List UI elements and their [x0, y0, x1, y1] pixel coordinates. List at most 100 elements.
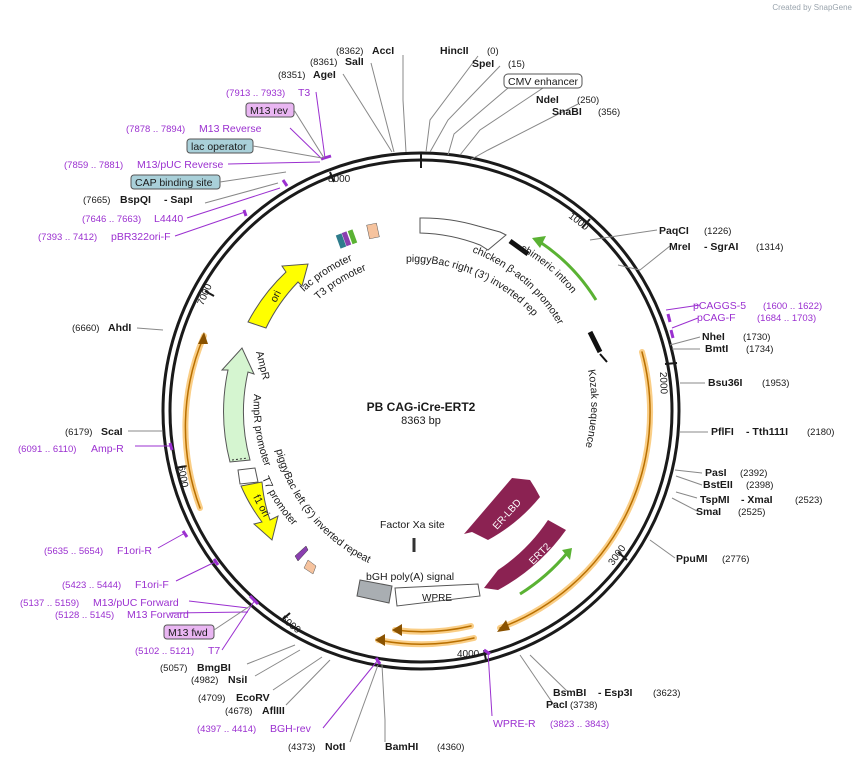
m13-reverse-pos: (7878 .. 7894) [126, 124, 185, 135]
ert2-green-arrow [519, 551, 570, 596]
ori-label: ori [268, 289, 284, 305]
pasI-name: PasI [705, 467, 727, 479]
m13-puc-reverse-name: M13/pUC Reverse [137, 159, 224, 171]
wpre-r-pos: (3823 .. 3843) [550, 719, 609, 730]
ampr-promoter-label: AmpR promoter [251, 394, 274, 469]
speI-name: SpeI [472, 58, 494, 70]
xmaI-name: - XmaI [741, 494, 773, 506]
salI-name: SalI [345, 56, 364, 68]
pasI-pos: (2392) [740, 468, 767, 479]
lac-operator-label: lac operator [191, 141, 247, 153]
speI-pos: (15) [508, 59, 525, 70]
pflFI-pos: (2180) [807, 427, 834, 438]
paqCI-name: PaqCI [659, 225, 689, 237]
nheI-pos: (1730) [743, 332, 770, 343]
kozak-label: Kozak sequence [582, 368, 600, 449]
ampr-primer-name: Amp-R [91, 443, 124, 455]
bsmBI-pos: (3623) [653, 688, 680, 699]
lac-t3-markers [335, 222, 380, 249]
m13-rev-label: M13 rev [250, 105, 289, 117]
accI-pos: (8362) [336, 46, 363, 57]
orange-arrowhead-4 [198, 332, 208, 344]
cba-promoter-label: chicken β-actin promoter [471, 244, 566, 328]
f1ori-f-name: F1ori-F [135, 579, 169, 591]
wpre-label: WPRE [422, 593, 452, 604]
notI-name: NotI [325, 741, 345, 753]
smaI-name: SmaI [696, 506, 721, 518]
ahdI-name: AhdI [108, 322, 131, 334]
wpre-r-name: WPRE-R [493, 718, 536, 730]
er-lbd-arrow [464, 478, 540, 540]
ert2-arrow [484, 520, 566, 590]
piggybac-right-feature [419, 217, 507, 251]
cba-promoter-bar [508, 238, 530, 257]
salI-pos: (8361) [310, 57, 337, 68]
primer-labels: (7913 .. 7933) T3 (7878 .. 7894) M13 Rev… [18, 87, 822, 735]
bsu36I-pos: (1953) [762, 378, 789, 389]
ppuMI-pos: (2776) [722, 554, 749, 565]
pcaggs5-name: pCAGGS-5 [693, 300, 746, 312]
orange-arrowhead-1 [497, 620, 510, 632]
esp3I-name: - Esp3I [598, 687, 633, 699]
nheI-name: NheI [702, 331, 725, 343]
cmv-enhancer-label: CMV enhancer [508, 76, 579, 88]
ampr-dotted [231, 457, 249, 461]
f1ori-r-name: F1ori-R [117, 545, 152, 557]
hincII-name: HincII [440, 45, 469, 57]
mreI-name: MreI [669, 241, 691, 253]
aflIII-name: AflIII [262, 705, 285, 717]
t3-primer-name: T3 [298, 87, 310, 99]
primer-marks [168, 154, 675, 665]
cmv-enhancer-box [503, 73, 583, 89]
bspQI-name: BspQI [120, 194, 151, 206]
scaI-name: ScaI [101, 426, 123, 438]
kozak-bar-2 [599, 353, 608, 363]
wpre-feature [394, 583, 481, 607]
leader-lines [128, 55, 708, 743]
bamHI-name: BamHI [385, 741, 418, 753]
t3-primer-pos: (7913 .. 7933) [226, 88, 285, 99]
f1-ori-arrow [240, 481, 279, 541]
paqCI-pos: (1226) [704, 226, 731, 237]
kozak-bar [587, 330, 603, 354]
bstEII-name: BstEII [703, 479, 733, 491]
m13-fwd-box [163, 624, 215, 640]
cap-binding-site-leader [219, 171, 287, 183]
pcaggs5-pos: (1600 .. 1622) [763, 301, 822, 312]
t7-primer-pos: (5102 .. 5121) [135, 646, 194, 657]
bsu36I-name: Bsu36I [708, 377, 743, 389]
m13-reverse-name: M13 Reverse [199, 123, 262, 135]
m13-fwd-label: M13 fwd [168, 627, 208, 639]
enzyme-labels-top: (8362) AccI (8361) SalI (8351) AgeI Hinc… [278, 45, 620, 118]
bmtI-pos: (1734) [746, 344, 773, 355]
bmgBI-name: BmgBI [197, 662, 231, 674]
ndeI-pos: (250) [577, 95, 599, 106]
piggybac-left-marker [303, 559, 317, 575]
pcagf-pos: (1684 .. 1703) [757, 313, 816, 324]
aflIII-pos: (4678) [225, 706, 252, 717]
ert2-green-arrowhead [562, 548, 572, 560]
lac-operator-leader [252, 145, 323, 159]
tspMI-pos: (2523) [795, 495, 822, 506]
accI-name: AccI [372, 45, 394, 57]
bspQI-pos: (7665) [83, 195, 110, 206]
bmtI-name: BmtI [705, 343, 728, 355]
bmgBI-pos: (5057) [160, 663, 187, 674]
ppuMI-name: PpuMI [676, 553, 708, 565]
plasmid-length: 8363 bp [401, 415, 441, 427]
tspMI-name: TspMI [700, 494, 730, 506]
m13-rev-leader [293, 109, 325, 159]
m13-puc-forward-name: M13/pUC Forward [93, 597, 179, 609]
m13-puc-forward-pos: (5137 .. 5159) [20, 598, 79, 609]
ampr-primer-pos: (6091 .. 6110) [18, 444, 76, 455]
snaBI-pos: (356) [598, 107, 620, 118]
ndeI-name: NdeI [536, 94, 559, 106]
ecoRV-name: EcoRV [236, 692, 270, 704]
l4440-pos: (7646 .. 7663) [82, 214, 141, 225]
m13-fwd-leader [213, 605, 251, 631]
t7-promoter-marker [294, 545, 309, 562]
chimeric-intron-arrowhead [532, 236, 546, 248]
ori-arrow [247, 263, 309, 329]
orange-arrowhead-3 [375, 634, 385, 646]
nsiI-name: NsiI [228, 674, 247, 686]
